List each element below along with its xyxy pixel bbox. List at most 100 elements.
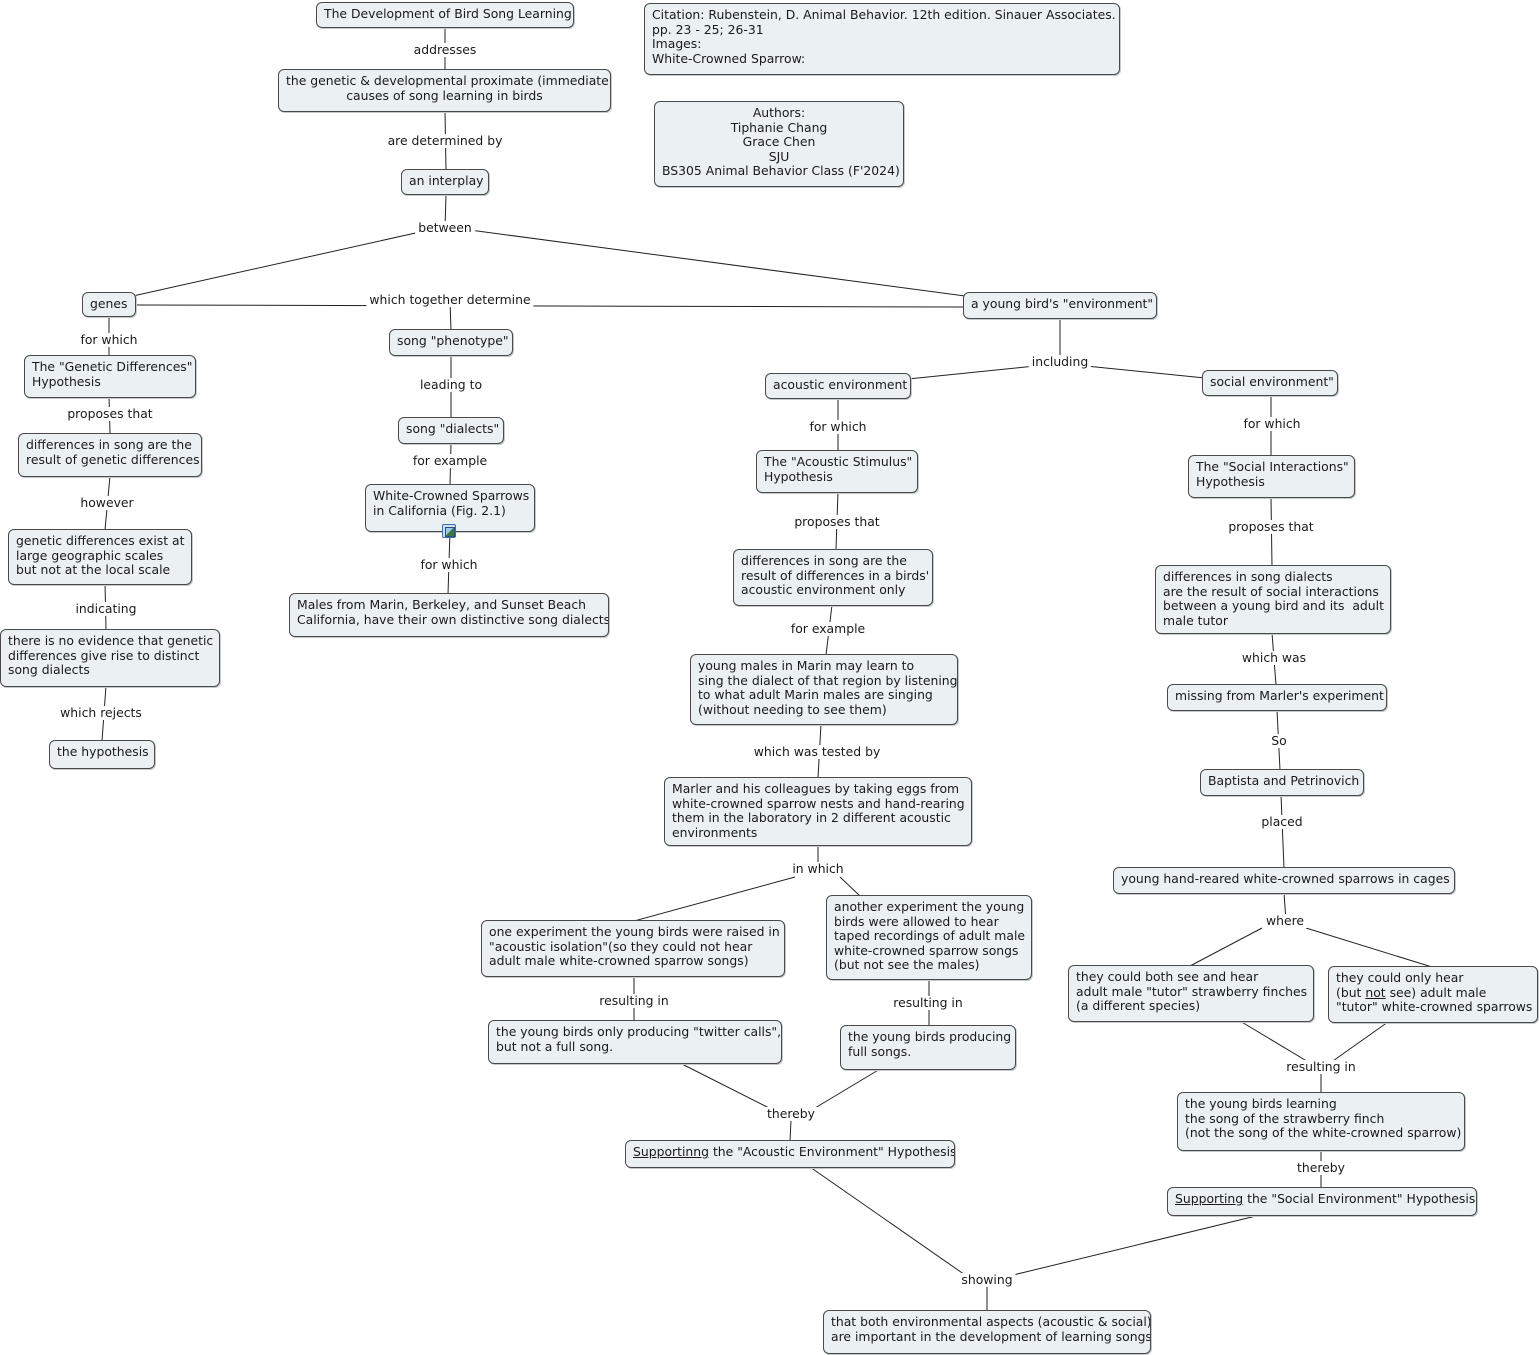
- label-thereby-social: thereby: [1294, 1161, 1348, 1175]
- title-text: The Development of Bird Song Learning: [324, 6, 572, 21]
- the-hypothesis-text: the hypothesis: [57, 744, 149, 759]
- phenotype-text: song "phenotype": [397, 333, 509, 348]
- label-resulting-in-taped: resulting in: [890, 996, 966, 1010]
- social-hypothesis-text: The "Social Interactions" Hypothesis: [1196, 459, 1349, 489]
- males-marin-node[interactable]: Males from Marin, Berkeley, and Sunset B…: [289, 593, 609, 637]
- twitter-calls-node[interactable]: the young birds only producing "twitter …: [488, 1020, 782, 1064]
- label-resulting-in-isolation: resulting in: [596, 994, 672, 1008]
- young-marin-node[interactable]: young males in Marin may learn to sing t…: [690, 654, 958, 725]
- label-showing: showing: [958, 1273, 1016, 1287]
- baptista-node[interactable]: Baptista and Petrinovich: [1200, 769, 1364, 796]
- marler-text: Marler and his colleagues by taking eggs…: [672, 781, 965, 840]
- label-where: where: [1262, 914, 1308, 928]
- acoustic-differences-text: differences in song are the result of di…: [741, 553, 930, 598]
- genetic-hypothesis-text: The "Genetic Differences" Hypothesis: [32, 359, 193, 389]
- learning-finch-text: the young birds learning the song of the…: [1185, 1096, 1462, 1141]
- genetic-differences-node[interactable]: differences in song are the result of ge…: [18, 433, 202, 477]
- acoustic-environment-text: acoustic environment: [773, 377, 908, 392]
- label-placed: placed: [1258, 815, 1306, 829]
- label-leading-to: leading to: [416, 378, 486, 392]
- genes-node[interactable]: genes: [82, 292, 136, 317]
- support-social-rest: the "Social Environment" Hypothesis: [1243, 1191, 1476, 1206]
- label-for-example-acoustic: for example: [787, 622, 869, 636]
- causes-node[interactable]: the genetic & developmental proximate (i…: [278, 69, 611, 112]
- support-social-node[interactable]: Supporting the "Social Environment" Hypo…: [1167, 1187, 1477, 1216]
- support-acoustic-rest: the "Acoustic Environment" Hypothesis: [709, 1144, 955, 1159]
- social-environment-node[interactable]: social environment": [1202, 370, 1338, 396]
- full-songs-node[interactable]: the young birds producing full songs.: [840, 1025, 1016, 1070]
- label-resulting-in-social: resulting in: [1283, 1060, 1359, 1074]
- acoustic-differences-node[interactable]: differences in song are the result of di…: [733, 549, 933, 606]
- label-for-example-dialects: for example: [409, 454, 491, 468]
- support-acoustic-text: Supportinng the "Acoustic Environment" H…: [633, 1144, 954, 1160]
- both-important-node[interactable]: that both environmental aspects (acousti…: [823, 1310, 1151, 1354]
- both-important-text: that both environmental aspects (acousti…: [831, 1314, 1151, 1344]
- social-differences-node[interactable]: differences in song dialects are the res…: [1155, 565, 1391, 634]
- twitter-calls-text: the young birds only producing "twitter …: [496, 1024, 782, 1054]
- acoustic-hypothesis-text: The "Acoustic Stimulus" Hypothesis: [764, 454, 913, 484]
- see-and-hear-text: they could both see and hear adult male …: [1076, 969, 1308, 1014]
- genetic-differences-text: differences in song are the result of ge…: [26, 437, 200, 467]
- genetic-hypothesis-node[interactable]: The "Genetic Differences" Hypothesis: [24, 355, 196, 398]
- hear-only-part-b: see) adult male "tutor" white-crowned sp…: [1336, 984, 1533, 1015]
- social-differences-text: differences in song dialects are the res…: [1163, 569, 1384, 628]
- label-for-which-wcs: for which: [417, 558, 481, 572]
- taped-experiment-node[interactable]: another experiment the young birds were …: [826, 895, 1032, 980]
- label-however: however: [77, 496, 137, 510]
- missing-text: missing from Marler's experiment: [1175, 688, 1384, 703]
- label-determined-by: are determined by: [384, 134, 506, 148]
- the-hypothesis-node[interactable]: the hypothesis: [49, 740, 155, 769]
- baptista-text: Baptista and Petrinovich: [1208, 773, 1360, 788]
- environment-node[interactable]: a young bird's "environment": [963, 292, 1157, 319]
- label-so: So: [1268, 734, 1290, 748]
- acoustic-environment-node[interactable]: acoustic environment: [765, 373, 911, 399]
- support-social-text: Supporting the "Social Environment" Hypo…: [1175, 1191, 1475, 1207]
- label-proposes-social: proposes that: [1225, 520, 1317, 534]
- interplay-text: an interplay: [409, 173, 484, 188]
- dialects-node[interactable]: song "dialects": [398, 417, 504, 444]
- no-evidence-node[interactable]: there is no evidence that genetic differ…: [0, 629, 220, 687]
- title-node[interactable]: The Development of Bird Song Learning: [316, 2, 574, 28]
- hear-only-part-a: they could only hear (but: [1336, 970, 1464, 1000]
- support-acoustic-underlined: Supportinng: [633, 1144, 709, 1159]
- see-and-hear-node[interactable]: they could both see and hear adult male …: [1068, 965, 1314, 1022]
- phenotype-node[interactable]: song "phenotype": [389, 329, 513, 356]
- authors-text: Authors: Tiphanie Chang Grace Chen SJU B…: [662, 105, 900, 179]
- label-addresses: addresses: [410, 43, 480, 57]
- label-thereby-acoustic: thereby: [764, 1107, 818, 1121]
- citation-text: Citation: Rubenstein, D. Animal Behavior…: [652, 7, 1116, 66]
- image-icon[interactable]: [442, 524, 456, 538]
- authors-node[interactable]: Authors: Tiphanie Chang Grace Chen SJU B…: [654, 101, 904, 187]
- hear-only-node[interactable]: they could only hear (but not see) adult…: [1328, 966, 1538, 1023]
- dialects-text: song "dialects": [406, 421, 500, 436]
- learning-finch-node[interactable]: the young birds learning the song of the…: [1177, 1092, 1465, 1151]
- label-indicating: indicating: [72, 602, 140, 616]
- acoustic-hypothesis-node[interactable]: The "Acoustic Stimulus" Hypothesis: [756, 450, 918, 493]
- no-evidence-text: there is no evidence that genetic differ…: [8, 633, 214, 678]
- interplay-node[interactable]: an interplay: [401, 169, 489, 195]
- label-between: between: [415, 221, 475, 235]
- wcs-california-text: White-Crowned Sparrows in California (Fi…: [373, 488, 530, 518]
- support-acoustic-node[interactable]: Supportinng the "Acoustic Environment" H…: [625, 1140, 955, 1168]
- social-hypothesis-node[interactable]: The "Social Interactions" Hypothesis: [1188, 455, 1355, 498]
- causes-text: the genetic & developmental proximate (i…: [286, 73, 611, 103]
- missing-node[interactable]: missing from Marler's experiment: [1167, 684, 1387, 711]
- marler-node[interactable]: Marler and his colleagues by taking eggs…: [664, 777, 972, 846]
- citation-node[interactable]: Citation: Rubenstein, D. Animal Behavior…: [644, 3, 1120, 75]
- hand-reared-text: young hand-reared white-crowned sparrows…: [1121, 871, 1450, 886]
- label-proposes-acoustic: proposes that: [791, 515, 883, 529]
- social-environment-text: social environment": [1210, 374, 1334, 389]
- environment-text: a young bird's "environment": [971, 296, 1154, 311]
- label-which-was: which was: [1238, 651, 1310, 665]
- label-together-determine: which together determine: [366, 293, 534, 307]
- isolation-experiment-text: one experiment the young birds were rais…: [489, 924, 780, 969]
- hand-reared-node[interactable]: young hand-reared white-crowned sparrows…: [1113, 867, 1455, 894]
- label-for-which-genes: for which: [77, 333, 141, 347]
- isolation-experiment-node[interactable]: one experiment the young birds were rais…: [481, 920, 785, 977]
- genes-text: genes: [90, 296, 128, 311]
- support-social-underlined: Supporting: [1175, 1191, 1244, 1206]
- label-for-which-social: for which: [1240, 417, 1304, 431]
- label-which-rejects: which rejects: [57, 706, 145, 720]
- genetic-scales-node[interactable]: genetic differences exist at large geogr…: [8, 529, 192, 585]
- hear-only-text: they could only hear (but not see) adult…: [1336, 970, 1533, 1015]
